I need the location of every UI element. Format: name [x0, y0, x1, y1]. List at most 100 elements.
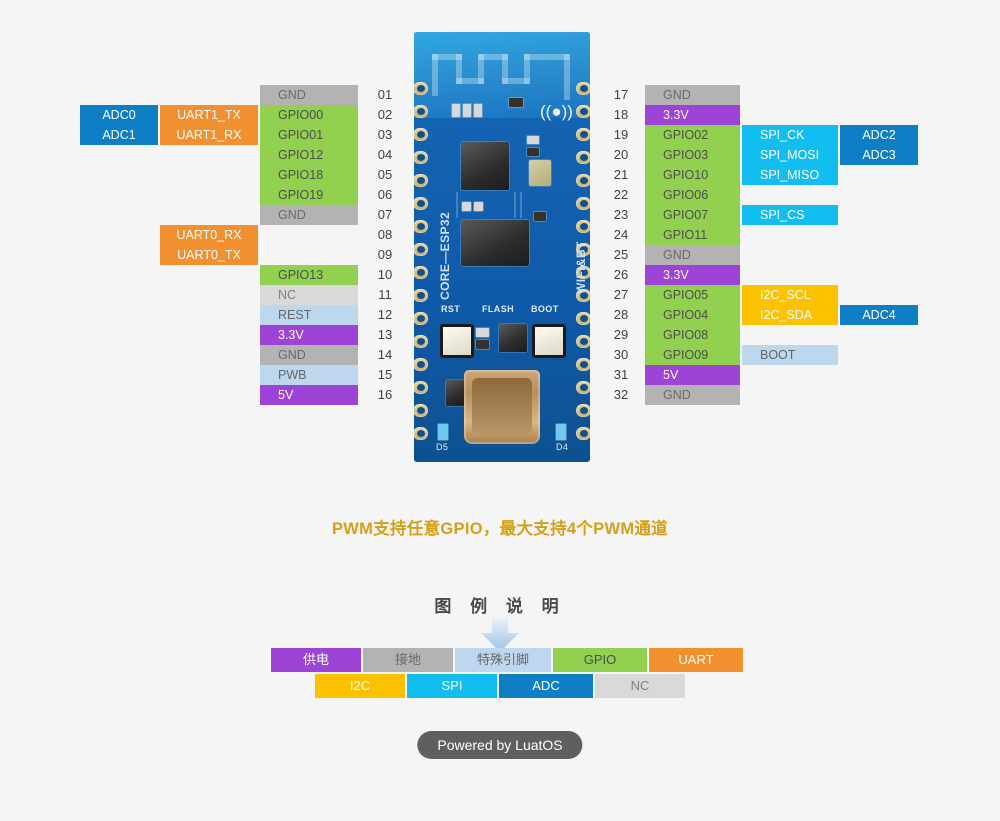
silk-wifi-bt-label: WIFI&BT: [574, 241, 588, 294]
board-pad: [414, 174, 428, 187]
pin-name-label: GPIO12: [260, 145, 358, 165]
pin-name-label: REST: [260, 305, 358, 325]
pin-name-label: GPIO06: [645, 185, 740, 205]
pin-name-label: GPIO18: [260, 165, 358, 185]
board-pad: [414, 335, 428, 348]
pin-number-left: 07: [377, 207, 393, 222]
pin-number-left: 09: [377, 247, 393, 262]
board-pad: [414, 128, 428, 141]
pin-label-text: SPI_CS: [760, 208, 805, 222]
antenna-trace: [478, 54, 508, 60]
pcb-trace: [520, 192, 522, 218]
silk-core-esp32-label: CORE—ESP32: [438, 211, 452, 300]
board-pad: [576, 243, 590, 256]
board-pad: [576, 82, 590, 95]
board-pad: [576, 197, 590, 210]
legend-title: 图 例 说 明: [434, 597, 566, 616]
pin-label-text: GND: [663, 388, 691, 402]
pin-label-text: BOOT: [760, 348, 796, 362]
smd-part: [527, 148, 539, 156]
legend-item-special: 特殊引脚: [455, 648, 551, 672]
boot-button[interactable]: [532, 324, 566, 358]
pin-label-text: GND: [663, 88, 691, 102]
pin-name-label: GPIO10: [645, 165, 740, 185]
pin-name-label: GND: [645, 85, 740, 105]
pin-number-left: 05: [377, 167, 393, 182]
pwm-note: PWM支持任意GPIO，最大支持4个PWM通道: [332, 520, 668, 538]
smd-part: [476, 340, 489, 349]
pin-label-text: GPIO19: [278, 188, 324, 202]
legend-item-nc: NC: [595, 674, 685, 698]
reset-button[interactable]: [440, 324, 474, 358]
crystal-oscillator: [529, 160, 551, 186]
pin-adc-label: ADC2: [840, 125, 918, 145]
pin-number-left: 15: [377, 367, 393, 382]
board-pad: [576, 105, 590, 118]
antenna-trace: [502, 54, 508, 84]
smd-part: [474, 202, 483, 211]
board-pad: [414, 427, 428, 440]
antenna-trace: [524, 54, 570, 60]
pin-label-text: I2C_SDA: [760, 308, 813, 322]
board-antenna-area: [414, 32, 590, 118]
pin-name-label: 3.3V: [260, 325, 358, 345]
board-pad: [576, 381, 590, 394]
legend-item-adc: ADC: [499, 674, 593, 698]
pin-label-text: GPIO01: [278, 128, 324, 142]
pin-name-label: 5V: [645, 365, 740, 385]
legend-item-gpio: GPIO: [553, 648, 647, 672]
pin-name-label: NC: [260, 285, 358, 305]
antenna-trace: [564, 54, 570, 100]
pin-number-right: 30: [613, 347, 629, 362]
pin-label-text: UART0_RX: [176, 228, 242, 242]
pin-adc-label: ADC4: [840, 305, 918, 325]
pin-name-label: GND: [260, 85, 358, 105]
pin-name-label: PWB: [260, 365, 358, 385]
pin-label-text: ADC1: [102, 128, 136, 142]
pin-label-text: 3.3V: [278, 328, 304, 342]
pin-name-label: GPIO04: [645, 305, 740, 325]
legend-item-power: 供电: [271, 648, 361, 672]
pin-label-text: GPIO05: [663, 288, 709, 302]
smd-part: [534, 212, 546, 221]
pin-number-left: 04: [377, 147, 393, 162]
pin-name-label: GPIO03: [645, 145, 740, 165]
pin-number-right: 24: [613, 227, 629, 242]
pin-function-label: SPI_MISO: [742, 165, 838, 185]
pin-function-label: I2C_SDA: [742, 305, 838, 325]
pin-number-left: 16: [377, 387, 393, 402]
board-pad: [576, 404, 590, 417]
pin-function-label: SPI_MOSI: [742, 145, 838, 165]
smd-part: [452, 104, 460, 117]
pin-label-text: UART0_TX: [177, 248, 241, 262]
pin-name-label: GND: [645, 385, 740, 405]
pin-name-label: GPIO07: [645, 205, 740, 225]
wifi-antenna-icon: ((●)): [540, 102, 573, 121]
board-pad: [576, 312, 590, 325]
pin-label-text: GPIO11: [663, 228, 708, 242]
pin-label-text: GPIO07: [663, 208, 709, 222]
pin-label-text: GPIO04: [663, 308, 709, 322]
pin-label-text: SPI_MOSI: [760, 148, 820, 162]
pin-label-text: GPIO18: [278, 168, 324, 182]
pin-number-right: 18: [613, 107, 629, 122]
pin-name-label: GPIO08: [645, 325, 740, 345]
silk-rst-label: RST: [441, 304, 461, 314]
pin-function-label: I2C_SCL: [742, 285, 838, 305]
pin-label-text: UART1_TX: [177, 108, 241, 122]
pin-number-left: 08: [377, 227, 393, 242]
board-pad: [414, 289, 428, 302]
esp32-chip: [461, 142, 509, 190]
pin-number-right: 27: [613, 287, 629, 302]
pin-number-right: 17: [613, 87, 629, 102]
pin-number-right: 32: [613, 387, 629, 402]
board-pad: [576, 335, 590, 348]
silk-d4-label: D4: [556, 442, 569, 452]
antenna-trace: [456, 54, 462, 84]
pin-label-text: 3.3V: [663, 268, 689, 282]
pin-name-label: 5V: [260, 385, 358, 405]
pcb-trace: [514, 192, 516, 218]
pin-name-label: GND: [260, 345, 358, 365]
legend-item-uart: UART: [649, 648, 743, 672]
